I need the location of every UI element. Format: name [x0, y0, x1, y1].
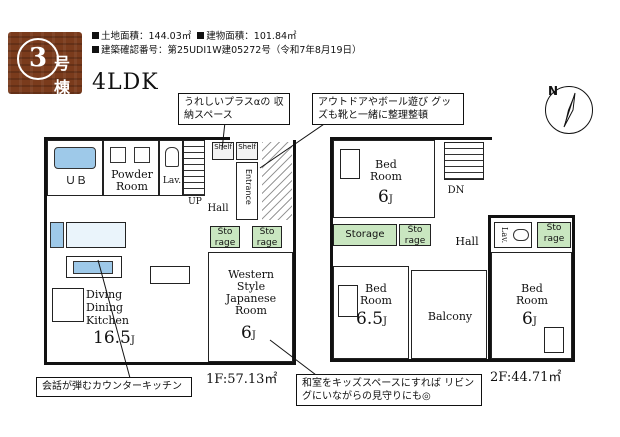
storage-1f-a: Sto rage — [210, 226, 240, 248]
storage-2f: Storage — [333, 224, 397, 246]
kitchen-island — [66, 256, 122, 278]
spec-line-2: 建築確認番号：第25UDI1W建05272号（令和7年8月19日） — [92, 44, 362, 58]
porch-hatch — [262, 142, 292, 220]
hall-label-2f: Hall — [455, 235, 479, 248]
stairs-up — [183, 140, 205, 196]
ldk-label: Diving Dining Kitchen — [86, 288, 129, 327]
compass-icon — [545, 86, 593, 134]
stairs-up-label: UP — [188, 197, 202, 207]
room-lav-2f: Lav. — [494, 222, 532, 248]
room-bed1: Bed Room 6J — [333, 140, 435, 218]
floor1-outline — [44, 137, 296, 365]
compass-needle-icon — [563, 92, 576, 128]
balcony: Balcony — [411, 270, 487, 359]
bathtub-icon — [54, 147, 96, 169]
storage-1f-b: Sto rage — [252, 226, 282, 248]
layout-type: 4LDK — [92, 70, 159, 95]
toilet-icon — [513, 229, 529, 241]
stairs-down-label: DN — [447, 185, 465, 196]
entrance: Entrance — [236, 162, 258, 220]
bed-icon — [544, 327, 564, 353]
room-lav: Lav. — [159, 140, 183, 196]
building-suffix: 号棟 — [54, 54, 71, 97]
callout-kids: 和室をキッズスペースにすれば リビングにいながらの見守りにも◎ — [296, 374, 482, 406]
washer-icon — [110, 147, 126, 163]
bed-icon — [338, 285, 358, 317]
callout-outdoor: アウトドアやボール遊び グッズも靴と一緒に整理整頓 — [312, 93, 464, 125]
room-powder: Powder Room — [103, 140, 159, 196]
callout-plus-alpha: うれしいプラスαの 収納スペース — [178, 93, 290, 125]
kitchen-counter — [66, 222, 126, 248]
ldk-size: 16.5J — [93, 328, 135, 348]
spec-line-1: 土地面積：144.03㎡ 建物面積：101.84㎡ — [92, 30, 297, 44]
building-number: 3 — [17, 38, 59, 80]
storage-2f-d: Sto rage — [537, 222, 571, 248]
kitchen-sink-icon — [73, 261, 113, 274]
room-bed2: Bed Room 6.5J — [333, 266, 409, 359]
dining-table-icon — [52, 288, 84, 322]
floor1-area: 1F:57.13㎡ — [206, 372, 278, 387]
stairs-down — [444, 142, 484, 180]
bullet-square-icon — [92, 32, 99, 39]
hall-label-1f: Hall — [207, 203, 229, 214]
refrigerator-icon — [50, 222, 64, 248]
callout-counter: 会話が弾むカウンターキッチン — [36, 377, 192, 397]
toilet-icon — [165, 147, 179, 167]
shelf-2: Shelf — [236, 142, 258, 160]
room-japanese: Western Style Japanese Room 6J — [208, 252, 293, 362]
sofa-icon — [150, 266, 190, 284]
bed-icon — [340, 149, 360, 179]
storage-2f-c: Sto rage — [399, 224, 431, 246]
floor2-area: 2F:44.71㎡ — [490, 370, 562, 385]
building-badge: 3 号棟 — [8, 32, 82, 97]
compass-label: N — [548, 84, 559, 98]
bullet-square-icon — [92, 46, 99, 53]
sink-icon — [134, 147, 150, 163]
room-ub: ＵＢ — [47, 140, 103, 196]
room-bed3: Bed Room 6J — [491, 252, 572, 359]
bullet-square-icon — [197, 32, 205, 39]
